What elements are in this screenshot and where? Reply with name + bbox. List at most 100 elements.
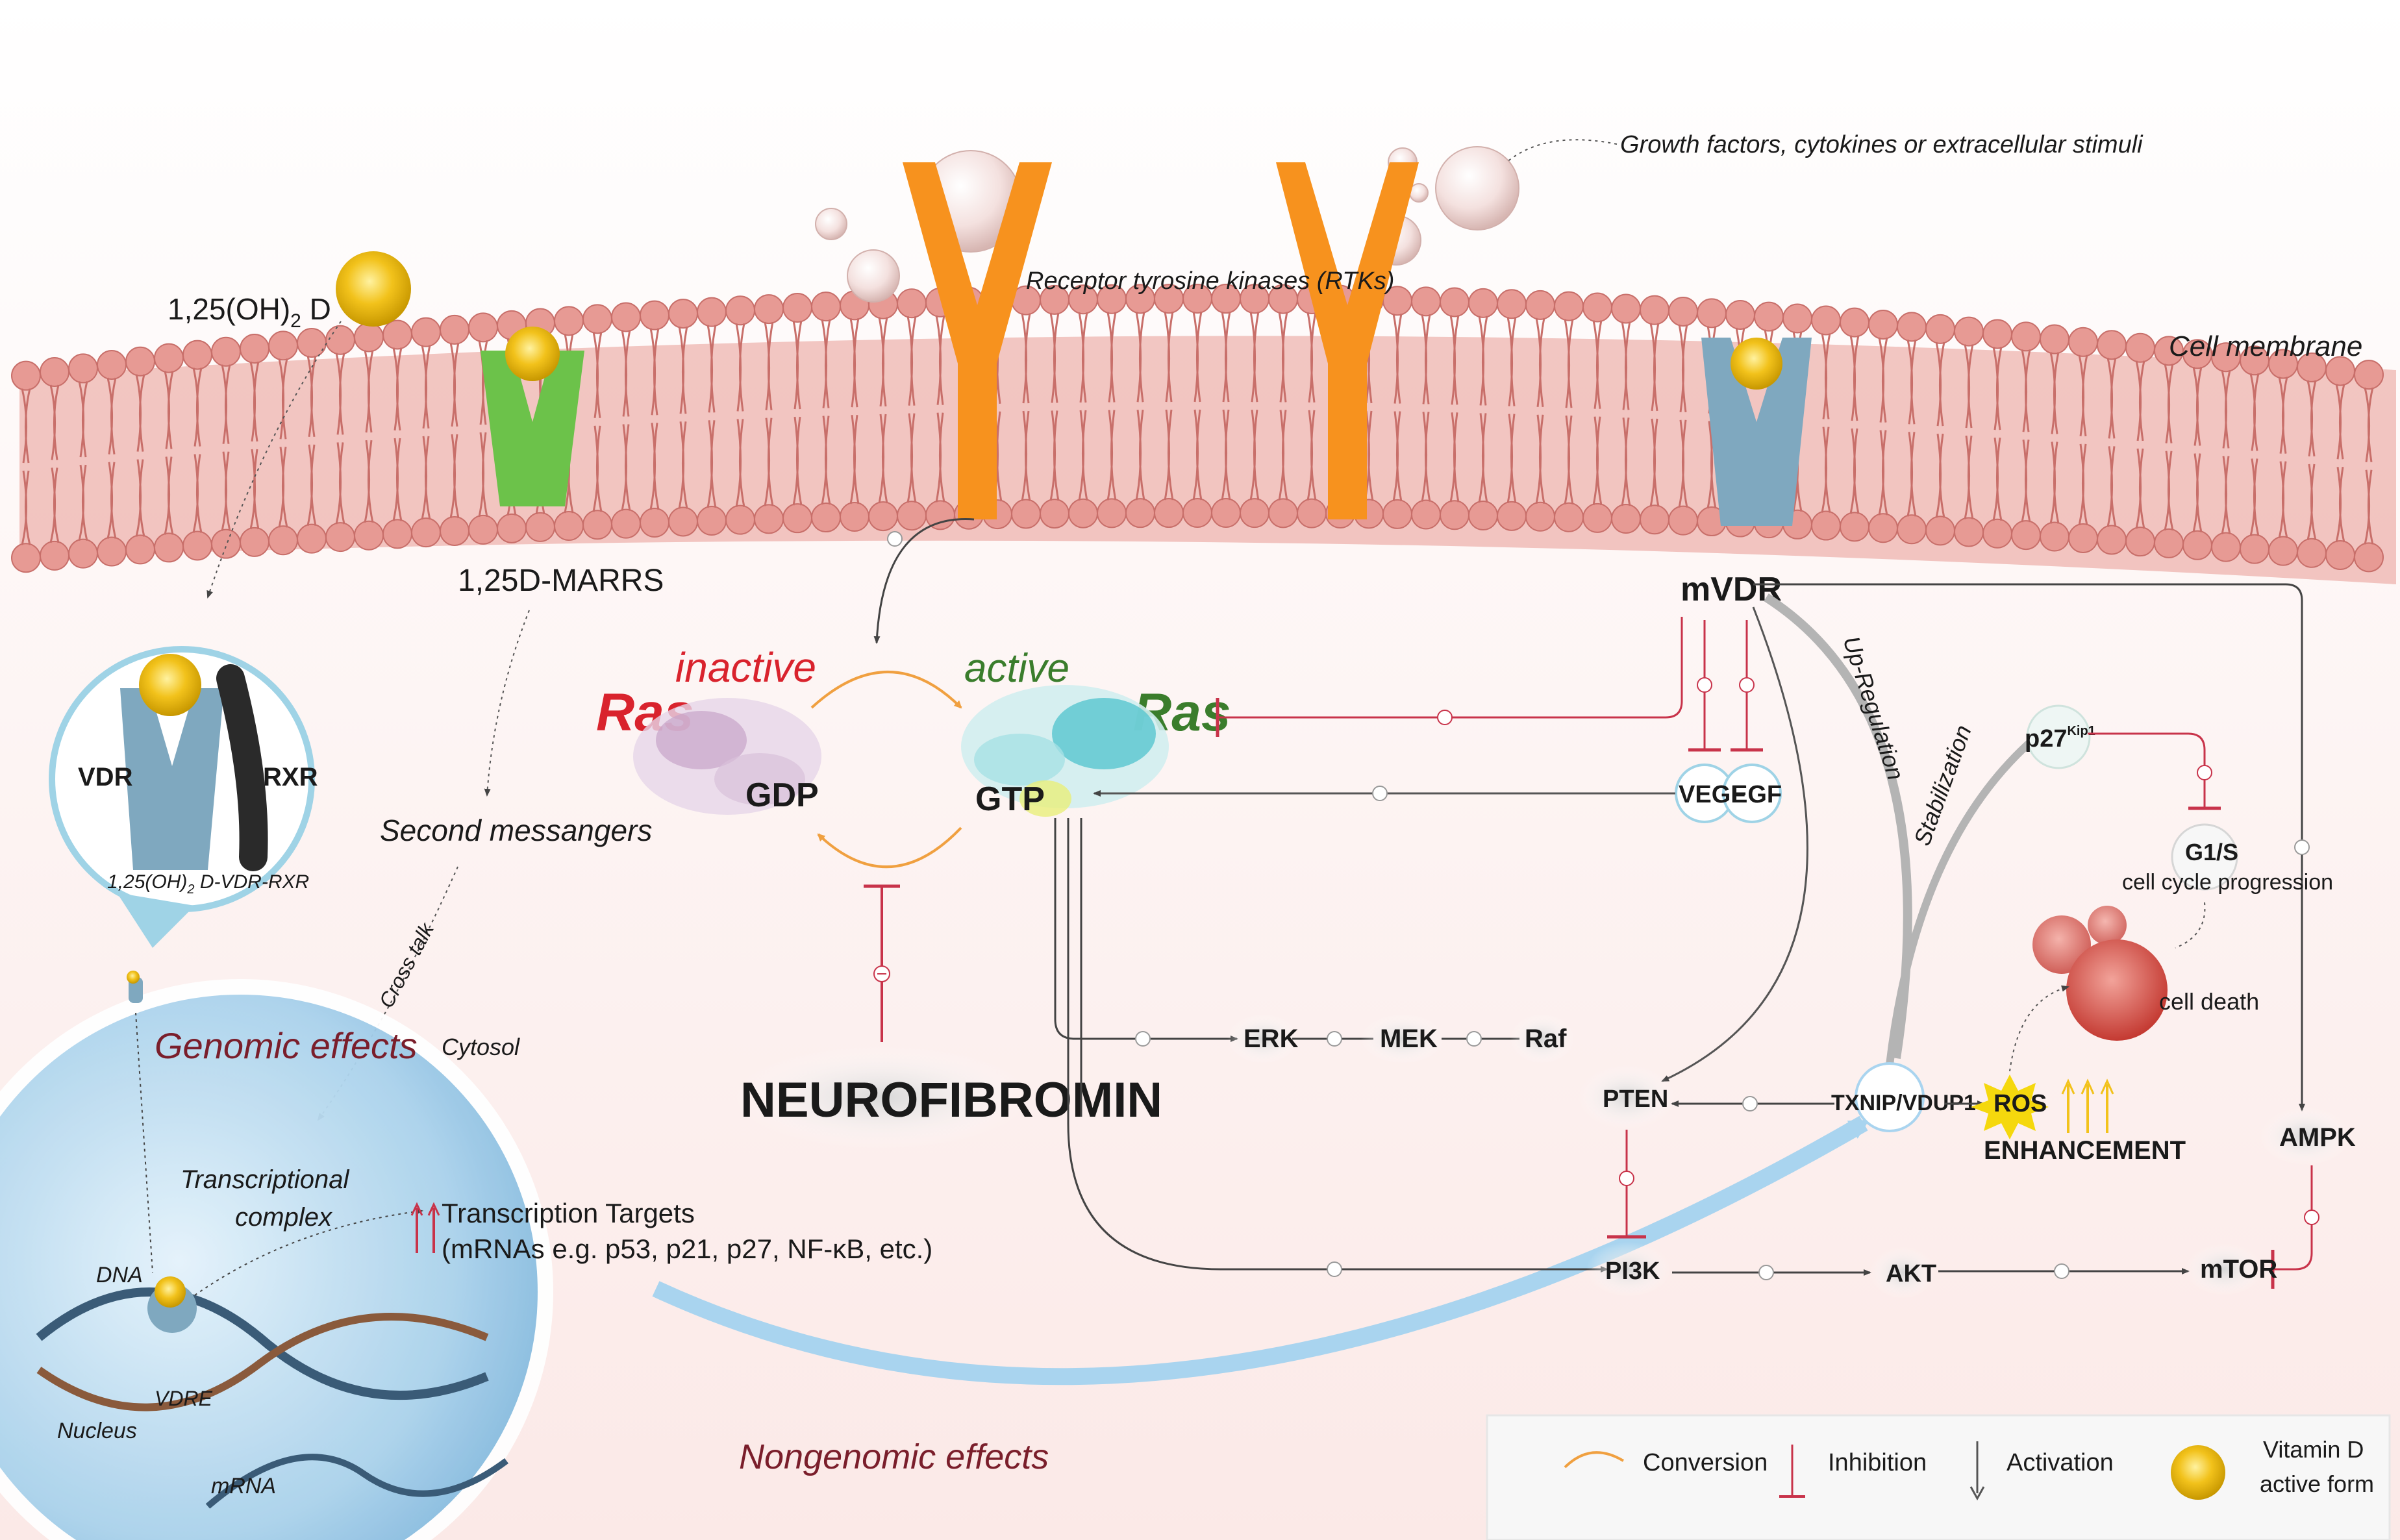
pten-node — [1578, 1065, 1675, 1130]
rxr-label: RXR — [263, 763, 318, 791]
lipid-head — [1525, 290, 1555, 320]
lipid-tail — [1564, 319, 1574, 505]
mtor-label: mTOR — [2200, 1255, 2277, 1284]
lipid-head — [782, 293, 812, 323]
lipid-head — [97, 536, 127, 567]
dna-helix-strand-b — [36, 1313, 489, 1411]
vitamin-d-on-marrs-icon — [505, 327, 560, 381]
rxr-protein — [216, 664, 268, 871]
gtp-to-pi3k-plus — [1327, 1261, 1342, 1277]
neurofibromin-protein — [732, 1045, 1031, 1149]
dna-helix-strand-a — [36, 1287, 489, 1400]
lipid-head — [325, 325, 355, 355]
mvdr-inhibits-egf — [1731, 620, 1763, 752]
lipid-head — [1582, 503, 1612, 533]
legend-conversion-icon — [1564, 1451, 1625, 1469]
mtor-node — [2185, 1243, 2263, 1295]
mvdr-inhibits-vegf — [1688, 620, 1721, 752]
erk-node — [1227, 1014, 1299, 1063]
lipid-head — [154, 532, 184, 563]
lipid-head — [382, 519, 412, 549]
lipid-head — [640, 300, 669, 330]
gdp-label: GDP — [745, 776, 819, 814]
legend-activation-label: Activation — [2006, 1449, 2114, 1476]
transcriptional-label: Transcriptional — [181, 1165, 349, 1194]
cell-death-label: cell death — [2159, 988, 2259, 1015]
mek-to-erk-plus — [1327, 1031, 1342, 1047]
legend-inhibition-icon — [1779, 1445, 1805, 1498]
cell-cycle-label: cell cycle progression — [2122, 870, 2333, 895]
lipid-tail — [678, 326, 688, 509]
conversion-arrow-top — [810, 671, 962, 709]
gtp-to-pi3k-arrow-a — [1067, 818, 1608, 1273]
vdre-label: VDRE — [155, 1387, 213, 1410]
txnip-to-pten-plus — [1742, 1096, 1758, 1112]
lipid-head — [1011, 499, 1041, 529]
lipid-head — [497, 513, 527, 543]
mrnas-examples-label: (mRNAs e.g. p53, p21, p27, NF-κB, etc.) — [442, 1234, 932, 1264]
lipid-head — [1782, 303, 1812, 334]
second-messengers-label: Second messangers — [380, 813, 652, 847]
gtp-to-erk-arrow — [1054, 818, 1238, 1042]
g1s-to-death-arrow — [2175, 902, 2206, 949]
lipid-tail — [906, 316, 917, 503]
cytosol-label: Cytosol — [442, 1034, 520, 1060]
lipid-head — [1725, 299, 1755, 330]
vitamin-d-in-nucleus-icon — [155, 1276, 186, 1308]
lipid-head — [2154, 528, 2184, 558]
lipid-head — [554, 306, 584, 336]
lipid-head — [154, 343, 184, 373]
neurofibromin-inhibition — [864, 884, 900, 1042]
lipid-head — [382, 319, 412, 350]
pi3k-node — [1586, 1242, 1671, 1297]
lipid-tail — [2221, 369, 2231, 534]
lipid-head — [68, 538, 98, 569]
lipid-head — [2182, 530, 2212, 560]
lipid-head — [640, 507, 669, 538]
lipid-head — [182, 530, 212, 561]
lipid-head — [925, 500, 955, 530]
lipid-head — [268, 330, 298, 361]
raf-node — [1510, 1014, 1575, 1063]
pore-to-dna-pointer — [135, 1012, 153, 1273]
lipid-tail — [1021, 313, 1031, 501]
lipid-head — [611, 302, 641, 332]
rtk-to-ras-plus — [887, 531, 903, 547]
vitamin-d-label: 1,25(OH)2 D — [168, 292, 331, 332]
ras-gtp-protein — [961, 685, 1169, 817]
lipid-tail — [78, 381, 88, 541]
marrs-receptor — [481, 351, 584, 506]
stabilization-arrow — [1886, 737, 2035, 1065]
lipid-tail — [1535, 317, 1545, 504]
lipid-head — [1868, 513, 1898, 543]
lipid-tail — [2021, 349, 2031, 523]
lipid-head — [1925, 515, 1955, 546]
lipid-tail — [249, 361, 260, 530]
lipid-head — [1411, 499, 1441, 530]
lipid-head — [2011, 321, 2041, 352]
lipid-head — [268, 525, 298, 556]
mek-label: MEK — [1380, 1025, 1438, 1053]
lipid-head — [1954, 517, 1984, 547]
raf-label: Raf — [1525, 1025, 1567, 1053]
lipid-head — [354, 520, 384, 551]
txnip-node — [1855, 1062, 1925, 1132]
upregulation-red-arrows-icon — [410, 1202, 440, 1253]
g1s-label: G1/S — [2185, 839, 2238, 865]
lipid-head — [1440, 500, 1469, 530]
lipid-head — [1240, 498, 1269, 528]
complex-word-label: complex — [235, 1203, 333, 1232]
lipid-tail — [1992, 347, 2003, 521]
lipid-head — [2068, 523, 2098, 553]
lipid-tail — [106, 377, 117, 539]
lipid-head — [2040, 521, 2069, 552]
lipid-tail — [592, 332, 603, 512]
lipid-tail — [1421, 314, 1431, 502]
lipid-tail — [478, 340, 488, 517]
lipid-head — [1040, 499, 1069, 529]
lipid-tail — [392, 347, 403, 521]
lipid-tail — [306, 355, 317, 526]
lipid-tail — [764, 321, 774, 506]
legend: Conversion Inhibition Activation Vitamin… — [1486, 1414, 2391, 1540]
